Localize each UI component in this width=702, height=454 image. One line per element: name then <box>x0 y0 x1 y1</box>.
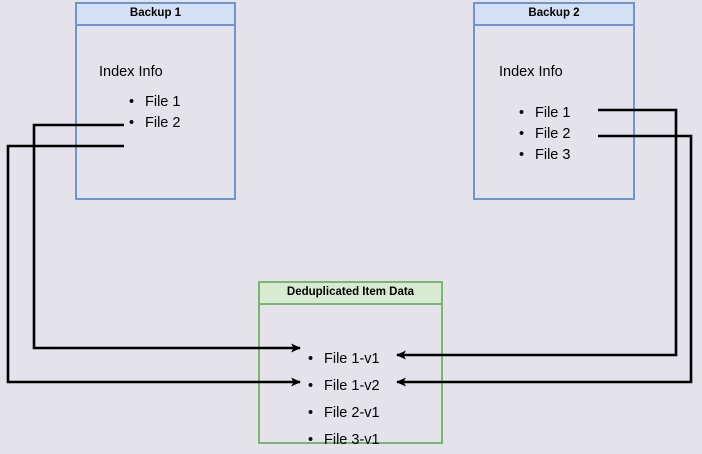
dedup-file-list: File 1-v1 File 1-v2 File 2-v1 File 3-v1 <box>308 346 380 454</box>
backup2-box[interactable]: Backup 2 Index Info File 1 File 2 File 3 <box>473 2 635 200</box>
list-item[interactable]: File 1-v2 <box>308 373 380 400</box>
list-item[interactable]: File 1 <box>129 92 180 113</box>
backup1-file-list: File 1 File 2 <box>129 92 180 134</box>
list-item[interactable]: File 3 <box>519 145 570 166</box>
backup2-body: Index Info File 1 File 2 File 3 <box>475 26 633 198</box>
backup2-file-list: File 1 File 2 File 3 <box>519 103 570 166</box>
backup2-index-label: Index Info <box>499 64 563 80</box>
list-item[interactable]: File 2 <box>129 113 180 134</box>
list-item[interactable]: File 2 <box>519 124 570 145</box>
diagram-canvas: Backup 1 Index Info File 1 File 2 Backup… <box>0 0 702 442</box>
backup2-title: Backup 2 <box>475 4 633 26</box>
dedup-body: File 1-v1 File 1-v2 File 2-v1 File 3-v1 <box>260 305 441 454</box>
list-item[interactable]: File 1-v1 <box>308 346 380 373</box>
list-item[interactable]: File 2-v1 <box>308 400 380 427</box>
dedup-title: Deduplicated Item Data <box>260 283 441 305</box>
backup1-title: Backup 1 <box>77 4 234 26</box>
backup1-body: Index Info File 1 File 2 <box>77 26 234 198</box>
list-item[interactable]: File 1 <box>519 103 570 124</box>
backup1-box[interactable]: Backup 1 Index Info File 1 File 2 <box>75 2 236 200</box>
dedup-box[interactable]: Deduplicated Item Data File 1-v1 File 1-… <box>258 281 443 454</box>
backup1-index-label: Index Info <box>99 64 163 80</box>
list-item[interactable]: File 3-v1 <box>308 427 380 454</box>
